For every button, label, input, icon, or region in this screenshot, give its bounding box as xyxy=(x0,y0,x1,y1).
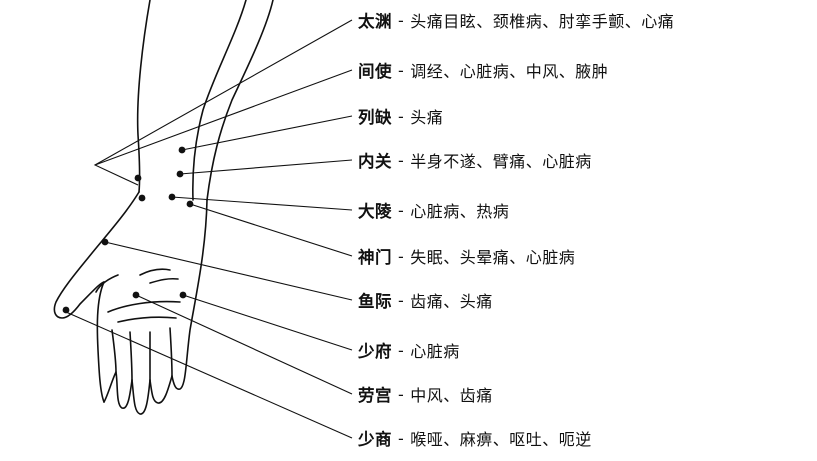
point-dot-daling xyxy=(168,193,176,201)
point-row-daling: 大陵-心脏病、热病 xyxy=(358,198,509,222)
point-row-shaofu: 少府-心脏病 xyxy=(358,338,460,362)
point-name: 内关 xyxy=(358,152,392,171)
finger-outline-4 xyxy=(171,199,208,390)
palm-crease-3 xyxy=(139,268,171,276)
arm-outline-right xyxy=(206,0,274,201)
point-row-laogong: 劳宫-中风、齿痛 xyxy=(358,382,493,406)
arm-outline-left xyxy=(136,0,151,193)
leader-yuji xyxy=(104,241,353,301)
point-row-shaoshang: 少商-喉哑、麻痹、呕吐、呃逆 xyxy=(358,426,592,450)
point-indications: 失眠、头晕痛、心脏病 xyxy=(410,248,576,267)
point-name: 列缺 xyxy=(358,108,392,127)
point-row-lieque: 列缺-头痛 xyxy=(358,104,443,128)
separator: - xyxy=(398,150,405,170)
leader-shenmen xyxy=(189,203,353,257)
point-indications: 齿痛、头痛 xyxy=(410,292,493,311)
finger-line-b xyxy=(129,331,133,381)
point-dot-shaofu xyxy=(179,291,187,299)
point-dot-shenmen xyxy=(186,200,194,208)
separator: - xyxy=(398,246,405,266)
palm-lower-outline xyxy=(96,281,105,403)
point-row-yuji: 鱼际-齿痛、头痛 xyxy=(358,288,493,312)
point-dot-yuji xyxy=(101,238,109,246)
separator: - xyxy=(398,200,405,220)
point-name: 神门 xyxy=(358,248,392,267)
point-name: 少府 xyxy=(358,342,392,361)
point-indications: 头痛目眩、颈椎病、肘挛手颤、心痛 xyxy=(410,12,675,31)
leader-shaoshang xyxy=(65,311,353,439)
point-indications: 心脏病、热病 xyxy=(410,202,510,221)
point-indications: 喉哑、麻痹、呕吐、呃逆 xyxy=(410,430,592,449)
separator: - xyxy=(398,428,405,448)
leader-taiyuan xyxy=(93,19,353,186)
point-indications: 中风、齿痛 xyxy=(410,386,493,405)
point-name: 鱼际 xyxy=(358,292,392,311)
finger-line-d xyxy=(169,327,173,377)
leader-neiguan xyxy=(179,159,353,175)
finger-outline-3 xyxy=(149,375,173,404)
finger-outline-1 xyxy=(103,371,133,409)
point-row-shenmen: 神门-失眠、头晕痛、心脏病 xyxy=(358,244,575,268)
leader-lieque xyxy=(181,115,353,151)
point-name: 劳宫 xyxy=(358,386,392,405)
point-indications: 半身不遂、臂痛、心脏病 xyxy=(410,152,592,171)
separator: - xyxy=(398,290,405,310)
point-indications: 调经、心脏病、中风、腋肿 xyxy=(410,62,609,81)
palm-crease-1 xyxy=(107,300,181,313)
thumb-outline xyxy=(53,191,140,319)
point-dot-shaoshang xyxy=(62,306,70,314)
point-row-neiguan: 内关-半身不遂、臂痛、心脏病 xyxy=(358,148,592,172)
separator: - xyxy=(398,106,405,126)
leader-laogong xyxy=(135,294,353,395)
separator: - xyxy=(398,384,405,404)
forearm-inner-line xyxy=(192,0,247,201)
point-dot-laogong xyxy=(132,291,140,299)
finger-outline-2 xyxy=(131,379,151,415)
point-name: 少商 xyxy=(358,430,392,449)
leader-shaofu xyxy=(182,294,353,351)
separator: - xyxy=(398,340,405,360)
thumb-crease xyxy=(95,274,119,293)
separator: - xyxy=(398,60,405,80)
palm-crease-4 xyxy=(149,277,179,284)
point-name: 太渊 xyxy=(358,12,392,31)
palm-crease-2 xyxy=(117,316,177,323)
point-dot-taiyuan xyxy=(134,174,142,182)
point-row-taiyuan: 太渊-头痛目眩、颈椎病、肘挛手颤、心痛 xyxy=(358,8,674,32)
point-name: 大陵 xyxy=(358,202,392,221)
leader-jianshi xyxy=(94,69,353,166)
leader-daling xyxy=(171,196,353,211)
separator: - xyxy=(398,10,405,30)
point-dot-neiguan xyxy=(176,170,184,178)
point-indications: 心脏病 xyxy=(410,342,460,361)
point-name: 间使 xyxy=(358,62,392,81)
point-dot-jianshi xyxy=(138,194,146,202)
finger-line-a xyxy=(111,329,117,373)
point-row-jianshi: 间使-调经、心脏病、中风、腋肿 xyxy=(358,58,608,82)
point-dot-lieque xyxy=(178,146,186,154)
point-indications: 头痛 xyxy=(410,108,444,127)
